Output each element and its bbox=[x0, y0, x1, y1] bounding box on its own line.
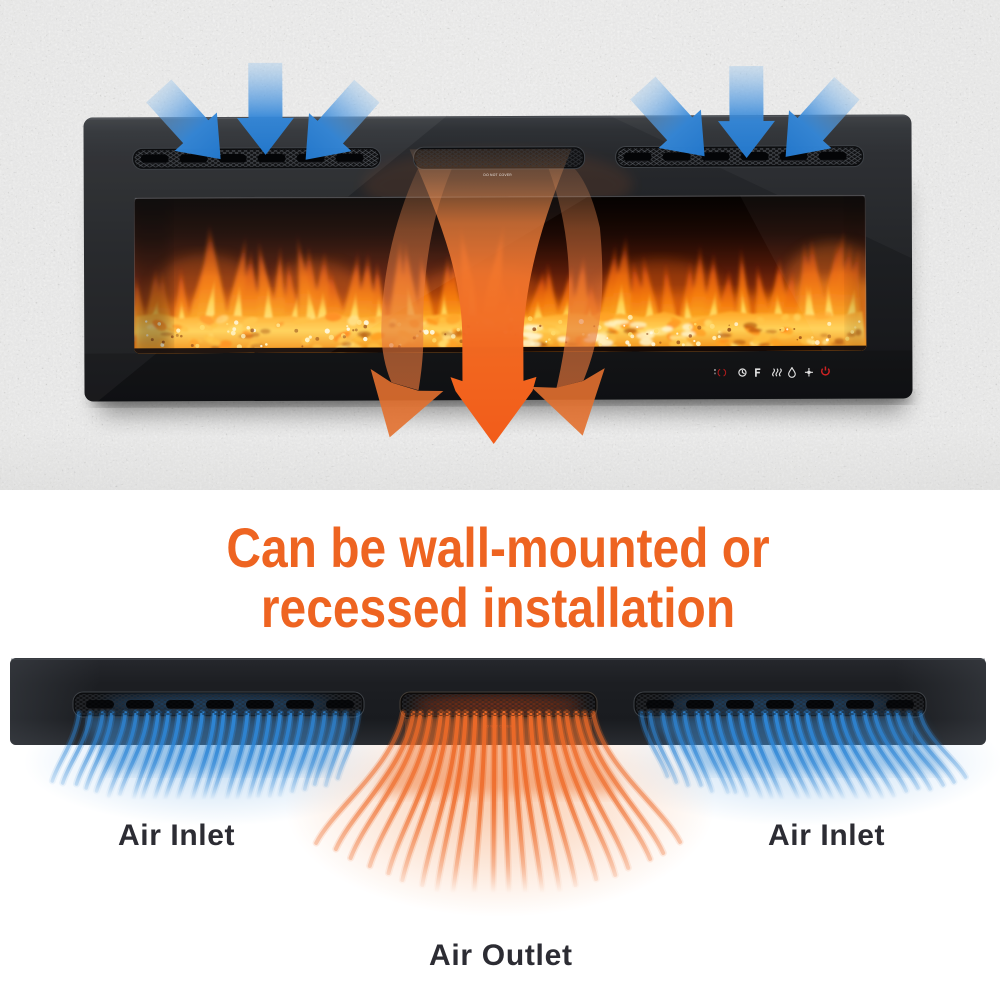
svg-text:DO NOT COVER: DO NOT COVER bbox=[483, 173, 512, 177]
